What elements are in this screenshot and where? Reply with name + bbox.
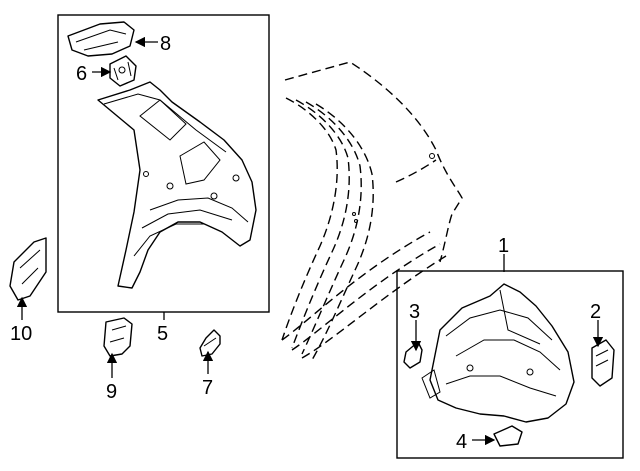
part-1-wheelhouse: [421, 283, 575, 423]
callout-4: 4: [456, 431, 467, 453]
callout-7: 7: [202, 377, 213, 399]
callout-10: 10: [10, 323, 32, 345]
part-4-clip: [493, 425, 523, 447]
callout-6: 6: [76, 63, 87, 85]
callout-3: 3: [409, 301, 420, 323]
callout-5: 5: [157, 323, 168, 345]
callout-1: 1: [498, 235, 509, 257]
callout-2: 2: [590, 301, 601, 323]
callout-9: 9: [106, 381, 117, 403]
part-2-pad: [591, 339, 615, 387]
body-side-outline: [281, 61, 463, 361]
callout-8: 8: [160, 33, 171, 55]
part-10-extension: [9, 237, 47, 301]
part-8-panel: [67, 21, 135, 57]
part-6-bracket: [109, 55, 137, 87]
part-9-brace: [103, 317, 133, 357]
group-1-frame: [396, 270, 624, 459]
part-7-bracket: [199, 329, 221, 357]
part-5-quarter-panel: [97, 81, 257, 289]
part-3-bracket: [403, 341, 423, 369]
